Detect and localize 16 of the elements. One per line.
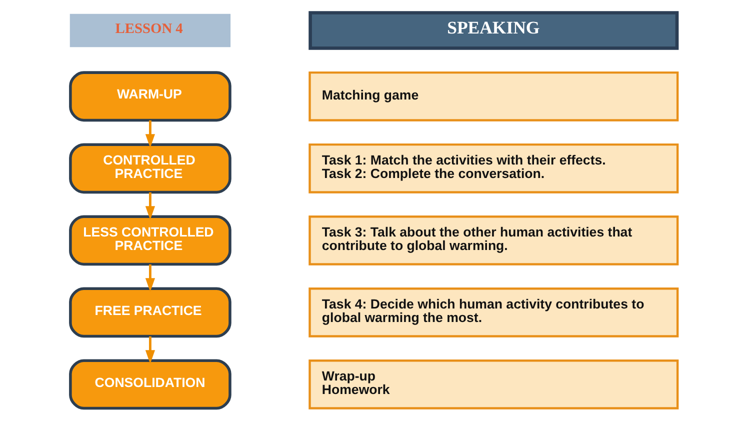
node-box: Matching game [308,71,678,122]
node-box: Wrap-up Homework [308,360,678,410]
node-box: Task 1: Match the activities with their effects. Task 2: Complete the conversation. [308,143,678,194]
arrow [144,192,155,220]
arrow [144,120,155,148]
arrow [144,264,155,292]
node-box: Task 4: Decide which human activity contributes to global warming the most. [308,288,678,338]
node-box: WARM-UP [68,71,231,122]
node-box: LESS CONTROLLED PRACTICE [68,215,231,266]
node-box: Task 3: Talk about the other human activities that contribute to global warming. [308,215,678,266]
arrow [144,336,155,364]
node-box: LESSON 4 [69,14,230,48]
node-box: FREE PRACTICE [68,287,231,338]
node-box: SPEAKING [308,11,678,50]
node-box: CONSOLIDATION [68,359,231,410]
node-box: CONTROLLED PRACTICE [68,143,231,194]
